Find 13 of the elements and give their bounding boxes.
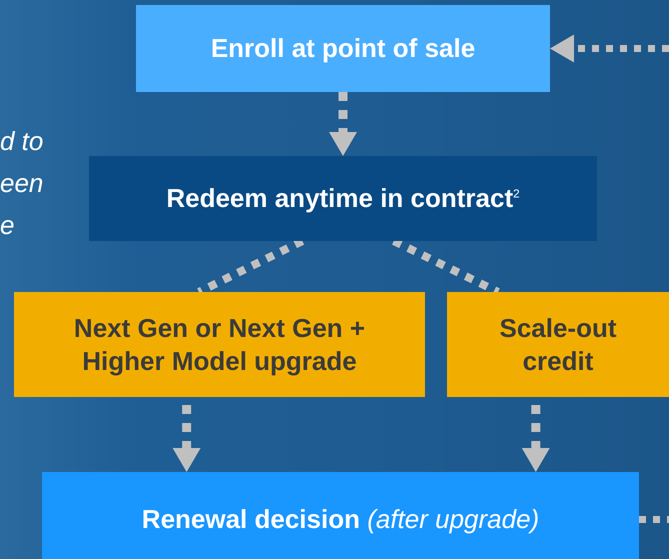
dotted-line	[639, 516, 669, 523]
process-box: Redeem anytime in contract$^{2}$	[89, 156, 597, 241]
process-box: Next Gen or Next Gen + Higher Model upgrade	[14, 292, 425, 397]
process-box: Scale-out credit	[447, 292, 669, 397]
process-box: Enroll at point of sale	[136, 5, 550, 92]
side-note-text: e	[0, 212, 14, 238]
process-box: Renewal decision (after upgrade)	[42, 472, 639, 559]
dotted-arrow	[550, 34, 669, 62]
side-note-text: d to	[0, 128, 44, 154]
side-note-text: een	[0, 170, 44, 196]
dotted-arrow	[172, 405, 201, 472]
dotted-arrow	[329, 92, 357, 156]
dotted-arrow	[522, 405, 550, 472]
